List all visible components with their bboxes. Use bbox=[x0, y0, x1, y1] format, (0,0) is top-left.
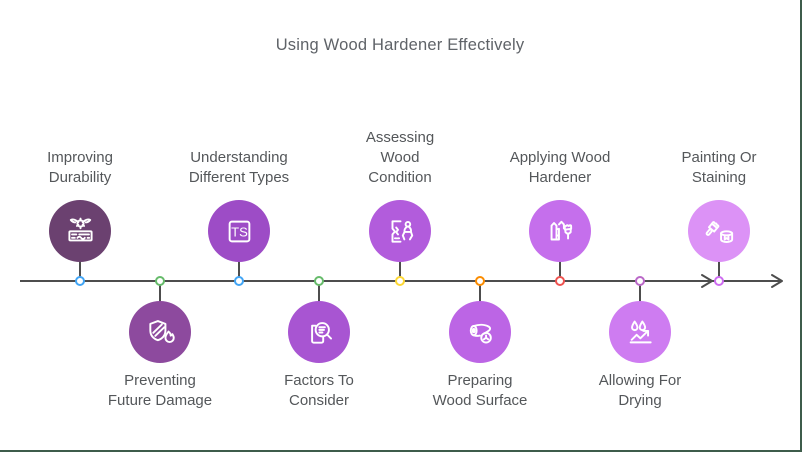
document-magnifier-icon bbox=[310, 321, 332, 344]
connector-line bbox=[159, 281, 161, 303]
timeline-node-assessing-wood-condition: Assessing Wood Condition bbox=[320, 0, 480, 450]
node-circle bbox=[529, 200, 591, 262]
node-label: Preparing Wood Surface bbox=[432, 372, 528, 409]
node-circle bbox=[369, 200, 431, 262]
drying-drops-icon bbox=[629, 320, 652, 343]
connector-line bbox=[79, 258, 81, 281]
node-label: Improving Durability bbox=[47, 149, 113, 186]
connector-line bbox=[639, 281, 641, 303]
svg-text:TS: TS bbox=[231, 224, 248, 239]
node-label: Allowing For Drying bbox=[598, 372, 682, 409]
timeline-node-preparing-wood-surface: Preparing Wood Surface bbox=[400, 0, 560, 450]
page-title: Using Wood Hardener Effectively bbox=[275, 36, 525, 54]
arrowhead-end-icon bbox=[771, 274, 783, 288]
timeline-node-preventing-future-damage: Preventing Future Damage bbox=[80, 0, 240, 450]
timeline-node-applying-wood-hardener: Applying Wood Hardener bbox=[480, 0, 640, 450]
node-circle bbox=[609, 301, 671, 363]
connector-line bbox=[479, 281, 481, 303]
node-circle bbox=[688, 200, 750, 262]
connector-line bbox=[399, 258, 401, 281]
inspect-panel-icon bbox=[391, 219, 413, 243]
node-circle bbox=[449, 301, 511, 363]
timeline-node-understanding-different-types: Understanding Different Types TS bbox=[159, 0, 319, 450]
node-label: Factors To Consider bbox=[284, 372, 354, 409]
node-circle bbox=[288, 301, 350, 363]
gear-plank-icon bbox=[67, 217, 93, 241]
timeline-node-factors-to-consider: Factors To Consider bbox=[239, 0, 399, 450]
timeline-node-improving-durability: Improving Durability bbox=[0, 0, 160, 450]
paint-brush-can-icon bbox=[705, 220, 733, 243]
shield-flame-icon bbox=[148, 319, 175, 343]
timeline-line bbox=[20, 280, 780, 282]
node-label: Painting Or Staining bbox=[681, 149, 757, 186]
fence-brush-icon bbox=[550, 220, 572, 240]
node-circle bbox=[49, 200, 111, 262]
node-label: Preventing Future Damage bbox=[107, 372, 213, 409]
node-circle bbox=[129, 301, 191, 363]
connector-line bbox=[238, 258, 240, 281]
ts-badge-icon: TS bbox=[228, 220, 250, 242]
arrowhead-mid-icon bbox=[701, 274, 713, 288]
node-label: Applying Wood Hardener bbox=[509, 149, 611, 186]
connector-line bbox=[559, 258, 561, 281]
connector-line bbox=[718, 258, 720, 281]
timeline-node-allowing-for-drying: Allowing For Drying bbox=[560, 0, 720, 450]
node-label: Assessing Wood Condition bbox=[365, 129, 435, 186]
node-circle: TS bbox=[208, 200, 270, 262]
timeline-node-painting-or-staining: Painting Or Staining bbox=[639, 0, 799, 450]
node-label: Understanding Different Types bbox=[188, 149, 290, 186]
wood-log-icon bbox=[469, 323, 492, 343]
connector-line bbox=[318, 281, 320, 303]
